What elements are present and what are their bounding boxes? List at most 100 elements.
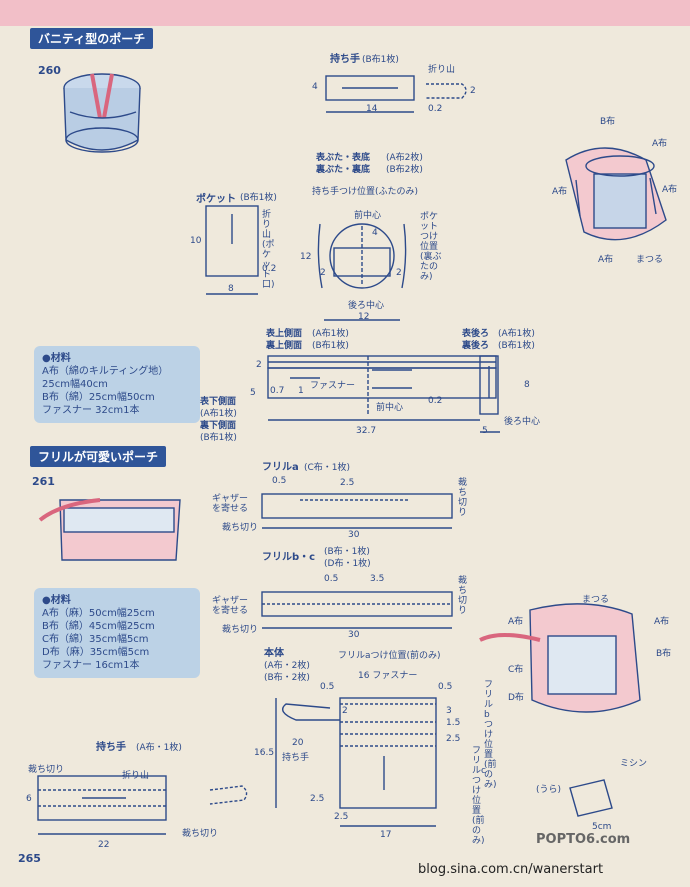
frill-a-n30: 30 <box>348 530 360 540</box>
side-n1: 1 <box>298 386 304 396</box>
materials-261-item: ファスナー 16cm1本 <box>42 660 140 671</box>
illus261-5cm: 5cm <box>592 822 612 832</box>
illus261-b: B布 <box>656 649 672 659</box>
side-back2: 裏後ろ <box>462 341 490 351</box>
frill-bc-spec2: (D布・1枚) <box>324 559 371 569</box>
handle-bottom-spec: (A布・1枚) <box>136 743 182 753</box>
illus260-a3: A布 <box>662 185 678 195</box>
lid-line2-spec: (B布2枚) <box>386 165 423 175</box>
materials-260-item: 25cm幅40cm <box>42 379 108 390</box>
materials-261-item: C布（綿）35cm幅5cm <box>42 634 149 645</box>
side-n8: 8 <box>524 380 530 390</box>
materials-260-title: ●材料 <box>42 353 71 364</box>
lid-line2: 裏ぶた・裏底 <box>316 165 371 175</box>
body-frill-c-pos: フリルcつけ位置(前のみ) <box>472 746 486 846</box>
pocket-spec: (B布1枚) <box>240 193 277 203</box>
lid-back-center: 後ろ中心 <box>348 301 385 311</box>
item-number-261: 261 <box>32 475 55 488</box>
lid-handle-pos: 持ち手つけ位置(ふたのみ) <box>312 187 419 197</box>
frill-bc-title: フリルb・c <box>262 552 316 563</box>
materials-260-item: A布（綿のキルティング地） <box>42 366 169 377</box>
handle-bottom-cut1: 裁ち切り <box>28 765 65 775</box>
frill-a-gather: ギャザーを寄せる <box>212 494 249 514</box>
side-upper2-spec: (B布1枚) <box>312 341 349 351</box>
side-zipper: ファスナー <box>310 381 356 391</box>
pocket-height: 10 <box>190 236 202 246</box>
handle-bottom-title: 持ち手 <box>96 742 126 753</box>
side-lower2: 裏下側面 <box>200 421 237 431</box>
body-n3: 3 <box>446 706 452 716</box>
lid-n2a: 2 <box>320 268 326 278</box>
handle-bottom-cut2: 裁ち切り <box>182 829 219 839</box>
handle-top-small1: 2 <box>470 86 476 96</box>
frill-pouch-assembled-illustration <box>479 603 641 713</box>
handle-top-fold: 折り山 <box>428 65 456 75</box>
frill-a-n05: 0.5 <box>272 476 287 486</box>
frill-a-title: フリルa <box>262 462 299 473</box>
side-lower1-spec: (A布1枚) <box>200 409 237 419</box>
frill-a-cut1: 裁ち切り <box>222 523 259 533</box>
item-number-260: 260 <box>38 64 61 77</box>
frill-bc-gather: ギャザーを寄せる <box>212 596 249 616</box>
lid-n12v: 12 <box>300 252 312 262</box>
side-back1-spec: (A布1枚) <box>498 329 535 339</box>
body-n17: 17 <box>380 830 392 840</box>
lid-line1: 表ぶた・表底 <box>316 153 371 163</box>
body-frill-a-pos: フリルaつけ位置(前のみ) <box>338 651 441 661</box>
side-lower2-spec: (B布1枚) <box>200 433 237 443</box>
materials-261-item: A布（麻）50cm幅25cm <box>42 608 155 619</box>
side-front-center: 前中心 <box>376 403 404 413</box>
illus260-a1: A布 <box>652 139 668 149</box>
frill-a-cut2: 裁ち切り <box>458 478 468 518</box>
illus261-c: C布 <box>508 665 524 675</box>
pocket-small: 0.2 <box>262 264 277 274</box>
handle-top-spec: (B布1枚) <box>362 55 399 65</box>
illus261-mishin: ミシン <box>620 759 648 769</box>
lid-n12h: 12 <box>358 312 370 322</box>
lid-line1-spec: (A布2枚) <box>386 153 423 163</box>
handle-bottom-n6: 6 <box>26 794 32 804</box>
pocket-fold: 折り山(ポケット口) <box>262 210 275 290</box>
body-title: 本体 <box>264 648 284 659</box>
illus260-a4: A布 <box>598 255 614 265</box>
illus261-matsuru: まつる <box>582 595 610 605</box>
vanity-pouch-illustration <box>63 73 141 153</box>
vanity-assembled-illustration <box>565 147 667 241</box>
pocket-title: ポケット <box>196 194 236 205</box>
materials-261-title: ●材料 <box>42 595 71 606</box>
handle-top-title: 持ち手 <box>330 54 360 65</box>
side-n5: 5 <box>250 388 256 398</box>
frill-bc-cut2: 裁ち切り <box>458 576 468 616</box>
body-n25a: 2.5 <box>446 734 461 744</box>
side-back2-spec: (B布1枚) <box>498 341 535 351</box>
illus261-a2: A布 <box>654 617 670 627</box>
lid-n4: 4 <box>372 228 378 238</box>
materials-260-item: B布（綿）25cm幅50cm <box>42 392 155 403</box>
body-spec2: (B布・2枚) <box>264 673 310 683</box>
side-n2: 2 <box>256 360 262 370</box>
lid-front-center: 前中心 <box>354 211 382 221</box>
side-back1: 表後ろ <box>462 329 490 339</box>
side-n02: 0.2 <box>428 396 443 406</box>
frill-bc-cut1: 裁ち切り <box>222 625 259 635</box>
handle-top-width: 14 <box>366 104 378 114</box>
handle-bottom-fold: 折り山 <box>122 771 150 781</box>
handle-bottom-n22: 22 <box>98 840 110 850</box>
body-n25c: 2.5 <box>334 812 349 822</box>
body-n25b: 2.5 <box>310 794 325 804</box>
side-upper2: 裏上側面 <box>266 341 303 351</box>
side-back-center: 後ろ中心 <box>504 417 541 427</box>
frill-a-spec: (C布・1枚) <box>304 463 351 473</box>
materials-261: ●材料 A布（麻）50cm幅25cm B布（綿）45cm幅25cm C布（綿）3… <box>34 588 200 678</box>
illus261-ura: (うら) <box>536 785 562 795</box>
watermark-logo: POPTO6.com <box>536 832 631 847</box>
body-n2: 2 <box>342 706 348 716</box>
side-lower1: 表下側面 <box>200 397 237 407</box>
materials-260: ●材料 A布（綿のキルティング地） 25cm幅40cm B布（綿）25cm幅50… <box>34 346 200 423</box>
side-upper1: 表上側面 <box>266 329 303 339</box>
handle-top-height: 4 <box>312 82 318 92</box>
frill-pouch-title: フリルが可愛いポーチ <box>30 446 167 467</box>
header-strip <box>0 0 690 26</box>
side-n327: 32.7 <box>356 426 377 436</box>
frill-bc-spec1: (B布・1枚) <box>324 547 370 557</box>
